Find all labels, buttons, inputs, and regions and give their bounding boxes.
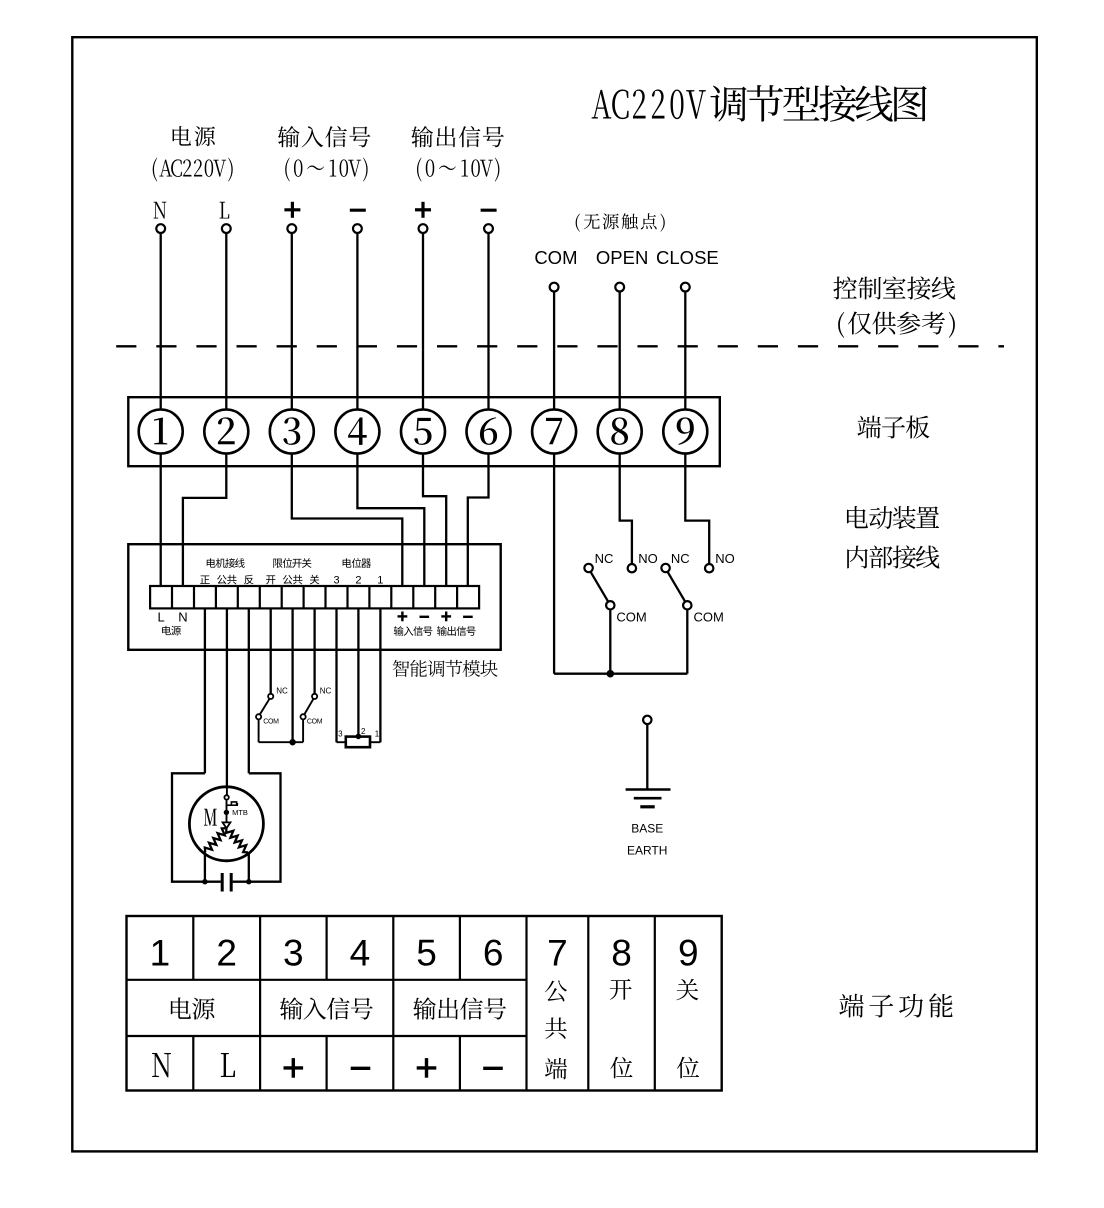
svg-text:NC: NC [320, 687, 332, 696]
svg-text:NC: NC [671, 551, 690, 566]
svg-text:L: L [157, 610, 164, 625]
svg-text:COM: COM [534, 247, 577, 268]
svg-text:8: 8 [611, 932, 632, 973]
svg-text:NO: NO [638, 551, 658, 566]
svg-text:COM: COM [616, 610, 646, 625]
svg-text:1: 1 [377, 575, 383, 587]
svg-text:6: 6 [483, 932, 504, 973]
svg-text:BASE: BASE [631, 822, 663, 836]
svg-text:9: 9 [678, 932, 699, 973]
svg-text:NO: NO [715, 551, 735, 566]
svg-text:N: N [178, 610, 187, 625]
svg-text:2: 2 [355, 575, 361, 587]
svg-text:3: 3 [283, 932, 304, 973]
svg-text:1: 1 [150, 932, 171, 973]
svg-text:2: 2 [361, 727, 366, 736]
svg-text:1: 1 [375, 730, 380, 739]
svg-text:2: 2 [216, 932, 237, 973]
svg-text:CLOSE: CLOSE [656, 247, 719, 268]
svg-text:COM: COM [694, 610, 724, 625]
svg-text:MTB: MTB [232, 808, 248, 817]
svg-text:NC: NC [595, 551, 614, 566]
svg-text:4: 4 [350, 932, 371, 973]
svg-text:COM: COM [307, 719, 323, 726]
svg-text:7: 7 [547, 932, 568, 973]
svg-text:5: 5 [416, 932, 437, 973]
svg-text:COM: COM [263, 719, 279, 726]
svg-text:NC: NC [276, 687, 288, 696]
svg-text:3: 3 [333, 575, 339, 587]
svg-text:OPEN: OPEN [596, 247, 648, 268]
svg-text:3: 3 [338, 730, 343, 739]
svg-text:EARTH: EARTH [627, 844, 667, 858]
